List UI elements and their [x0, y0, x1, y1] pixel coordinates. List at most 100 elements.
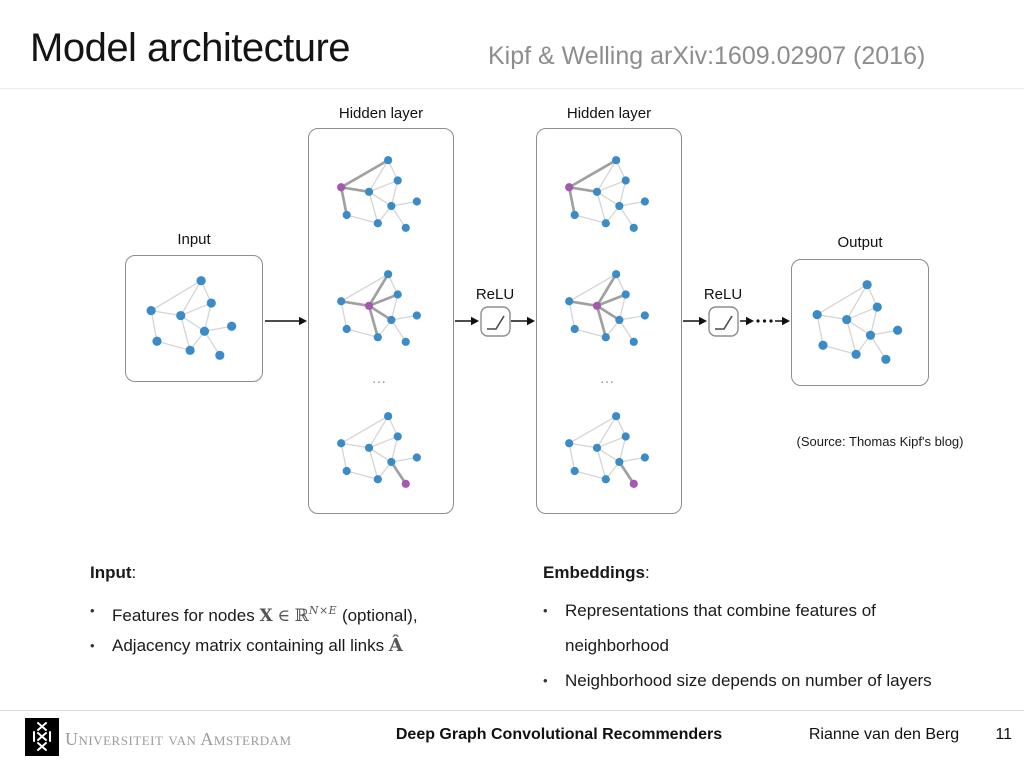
graph-node [872, 302, 882, 312]
graph-node [565, 297, 574, 306]
graph-svg [337, 270, 421, 346]
graph-edge-thick [390, 461, 407, 485]
graph-node [640, 311, 649, 320]
graph-edge [203, 302, 212, 332]
graph-node [412, 311, 421, 320]
graph-svg [565, 412, 649, 488]
graph-edge [869, 334, 887, 360]
citation-text: Kipf & Welling arXiv:1609.02907 (2016) [488, 42, 926, 70]
flow-arrowhead [746, 316, 754, 326]
graph-edge [391, 456, 417, 463]
graph-node [401, 337, 410, 346]
graph-node [621, 176, 630, 185]
graph-edge-thick [595, 273, 618, 307]
graph-node [851, 349, 861, 359]
graph-edge [568, 443, 576, 472]
graph-node [629, 337, 638, 346]
graph-node [342, 210, 351, 220]
graph-edge [368, 435, 398, 449]
graph-node [393, 432, 402, 441]
graph-edge [390, 294, 399, 321]
embeddings-bullet-1: • Representations that combine features … [543, 593, 978, 663]
graph-node [862, 280, 872, 290]
page-number: 11 [995, 726, 1012, 743]
graph-node [387, 457, 396, 467]
graph-node [570, 210, 579, 220]
graph-node [881, 354, 891, 364]
graph-edge [619, 200, 645, 207]
relu-activation-icon [715, 315, 733, 330]
graph-node [592, 443, 602, 452]
hidden1-graph-1 [319, 139, 443, 249]
graph-edge [817, 313, 847, 321]
hidden2-graph-2 [547, 253, 671, 363]
graph-edge [619, 314, 645, 321]
graph-node [615, 457, 624, 467]
graph-node [570, 324, 579, 334]
graph-edge [596, 191, 620, 207]
graph-edge [340, 273, 389, 302]
graph-node [621, 432, 630, 441]
graph-edge [569, 442, 598, 449]
flow-arrowhead [299, 316, 307, 326]
graph-svg [812, 280, 903, 364]
graph-edge [368, 191, 379, 224]
hidden1-panel: … [308, 128, 454, 514]
graph-node-highlighted [337, 183, 346, 192]
graph-node [601, 333, 610, 342]
output-graph [794, 262, 925, 382]
graph-node [364, 443, 374, 452]
graph-edge-thick [339, 187, 349, 216]
graph-edge [156, 340, 191, 351]
graph-node [387, 201, 396, 211]
graph-edge [574, 470, 606, 480]
graph-node [342, 324, 351, 334]
bullet-icon: • [90, 603, 95, 618]
graph-edge [596, 447, 607, 480]
graph-edge [596, 191, 607, 224]
graph-edge [346, 328, 378, 338]
graph-node [412, 197, 421, 206]
graph-edge-thick [367, 273, 390, 307]
graph-node [364, 187, 374, 196]
graph-edge [618, 180, 627, 207]
embeddings-bullet-1-text: Representations that combine features of… [565, 601, 876, 655]
flow-arrowhead [471, 316, 479, 326]
graph-node-highlighted [401, 479, 410, 488]
graph-edge [846, 306, 878, 321]
graph-node [227, 321, 237, 331]
graph-node [412, 453, 421, 462]
input-notes-heading: Input: [90, 562, 136, 584]
graph-edge [180, 315, 191, 351]
graph-edge [568, 273, 617, 302]
graph-edge [816, 284, 868, 316]
graph-node [601, 475, 610, 484]
graph-edge [596, 179, 626, 193]
uva-logo-icon [25, 718, 59, 756]
graph-node [640, 453, 649, 462]
graph-edge [390, 319, 407, 343]
graph-node [629, 223, 638, 232]
relu-box [708, 306, 739, 337]
graph-node [893, 325, 903, 335]
graph-node [842, 314, 852, 325]
graph-node [185, 345, 195, 355]
graph-node [601, 219, 610, 228]
graph-edge-thick [596, 293, 627, 308]
graph-edge [341, 442, 370, 449]
graph-node [401, 223, 410, 232]
flow-arrowhead [782, 316, 790, 326]
author-name: Rianne van den Berg [808, 726, 960, 743]
graph-node-highlighted [364, 301, 374, 310]
graph-edge [846, 284, 868, 320]
hidden1-ellipsis: … [371, 370, 389, 387]
output-panel [791, 259, 929, 386]
graph-edge [568, 415, 617, 444]
graph-edge [596, 447, 620, 463]
graph-edge [846, 319, 871, 336]
header-divider [0, 88, 1024, 89]
graph-edge [391, 314, 417, 321]
graph-edge [346, 470, 378, 480]
flow-ellipsis-dot [756, 319, 760, 323]
graph-edge-thick [596, 304, 621, 322]
